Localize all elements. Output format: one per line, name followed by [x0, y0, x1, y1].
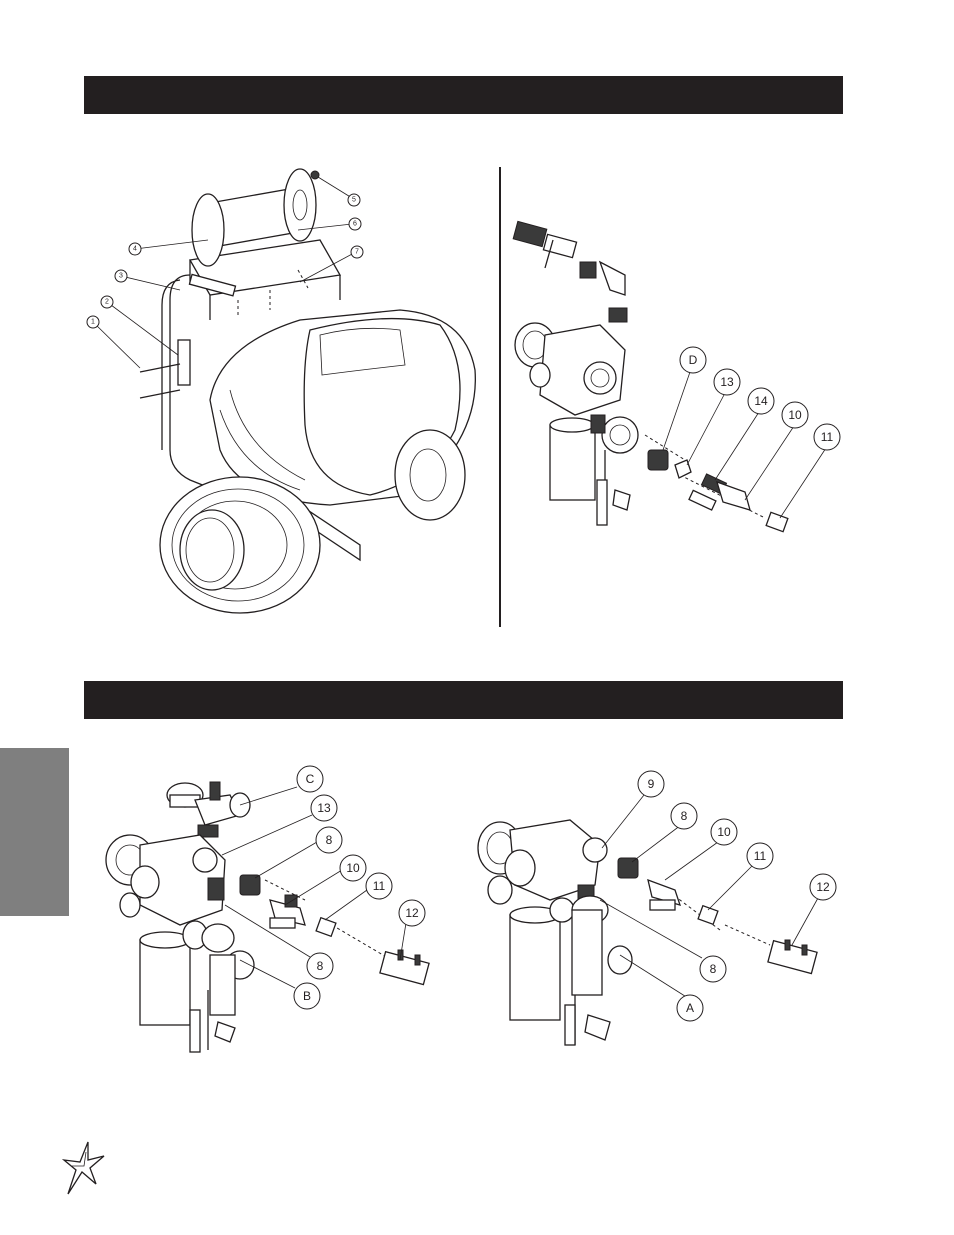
fig3-callouts: C 13 8 10 11 12 8 B — [221, 765, 426, 1010]
svg-text:10: 10 — [788, 408, 802, 422]
svg-text:7: 7 — [355, 249, 359, 256]
pump-valve-diagram-bottom-right: 9 8 10 11 12 8 A — [477, 770, 837, 1046]
pump-valve-diagram-top: D 13 14 10 11 — [512, 220, 841, 533]
top-hose-valve — [512, 220, 628, 323]
svg-text:C: C — [306, 772, 315, 786]
section-header-bar-middle — [84, 681, 843, 719]
svg-text:11: 11 — [754, 849, 767, 863]
callout-12: 12 — [809, 873, 837, 901]
svg-text:12: 12 — [405, 906, 419, 920]
callout-B: B — [293, 982, 321, 1010]
callout-D: D — [679, 346, 707, 374]
svg-text:2: 2 — [105, 299, 109, 306]
pump-body — [514, 322, 639, 526]
svg-text:10: 10 — [346, 861, 360, 875]
side-tab — [0, 748, 69, 916]
svg-text:8: 8 — [681, 809, 688, 823]
callout-14: 14 — [747, 387, 775, 415]
svg-text:5: 5 — [352, 197, 356, 204]
svg-text:B: B — [303, 989, 311, 1003]
pump-valve-diagram-bottom-left: C 13 8 10 11 12 8 B — [105, 765, 430, 1053]
callout-7: 7 — [350, 245, 364, 259]
figure-divider — [499, 167, 501, 627]
pump-body — [477, 819, 633, 1046]
svg-text:13: 13 — [720, 375, 734, 389]
exploded-parts-bottom-left — [239, 874, 430, 986]
svg-text:13: 13 — [317, 801, 331, 815]
svg-text:8: 8 — [317, 959, 324, 973]
callout-12: 12 — [398, 899, 426, 927]
svg-text:6: 6 — [353, 221, 357, 228]
exploded-parts-bottom-right — [617, 857, 818, 975]
callout-A: A — [676, 994, 704, 1022]
pump-body — [105, 834, 255, 1053]
svg-text:11: 11 — [821, 430, 834, 444]
cart-frame — [161, 273, 361, 562]
svg-text:D: D — [689, 353, 698, 367]
callout-8: 8 — [306, 952, 334, 980]
callout-3: 3 — [114, 269, 128, 283]
svg-text:12: 12 — [816, 880, 830, 894]
hose-reel — [188, 168, 342, 320]
star-logo-icon — [61, 1141, 105, 1195]
callout-10: 10 — [781, 401, 809, 429]
callout-11: 11 — [365, 872, 393, 900]
wheel — [159, 476, 321, 614]
callout-1: 1 — [86, 315, 100, 329]
callout-8: 8 — [670, 802, 698, 830]
fig1-callouts: 1 2 3 4 5 6 7 — [86, 176, 364, 369]
callout-11: 11 — [746, 842, 774, 870]
callout-2: 2 — [100, 295, 114, 309]
svg-text:9: 9 — [648, 777, 655, 791]
callout-C: C — [296, 765, 324, 793]
section-header-bar-top — [84, 76, 843, 114]
cart-assembly-diagram: 1 2 3 4 5 6 7 — [86, 168, 476, 614]
svg-text:1: 1 — [91, 319, 95, 326]
svg-text:A: A — [686, 1001, 694, 1015]
fig2-callouts: D 13 14 10 11 — [662, 346, 841, 519]
callout-13: 13 — [713, 368, 741, 396]
svg-text:11: 11 — [373, 879, 386, 893]
callout-8: 8 — [699, 955, 727, 983]
callout-10: 10 — [339, 854, 367, 882]
callout-4: 4 — [128, 242, 142, 256]
callout-6: 6 — [348, 217, 362, 231]
svg-text:4: 4 — [133, 246, 137, 253]
svg-text:14: 14 — [754, 394, 768, 408]
regulator — [166, 781, 251, 838]
svg-text:8: 8 — [710, 962, 717, 976]
tank — [209, 309, 476, 521]
callout-10: 10 — [710, 818, 738, 846]
svg-text:3: 3 — [119, 273, 123, 280]
bolts-left — [139, 269, 309, 399]
exploded-parts-top — [647, 449, 789, 533]
svg-text:10: 10 — [717, 825, 731, 839]
callout-8: 8 — [315, 826, 343, 854]
callout-9: 9 — [637, 770, 665, 798]
callout-5: 5 — [347, 193, 361, 207]
fig4-callouts: 9 8 10 11 12 8 A — [599, 770, 837, 1022]
callout-11: 11 — [813, 423, 841, 451]
svg-text:8: 8 — [326, 833, 333, 847]
callout-13: 13 — [310, 794, 338, 822]
